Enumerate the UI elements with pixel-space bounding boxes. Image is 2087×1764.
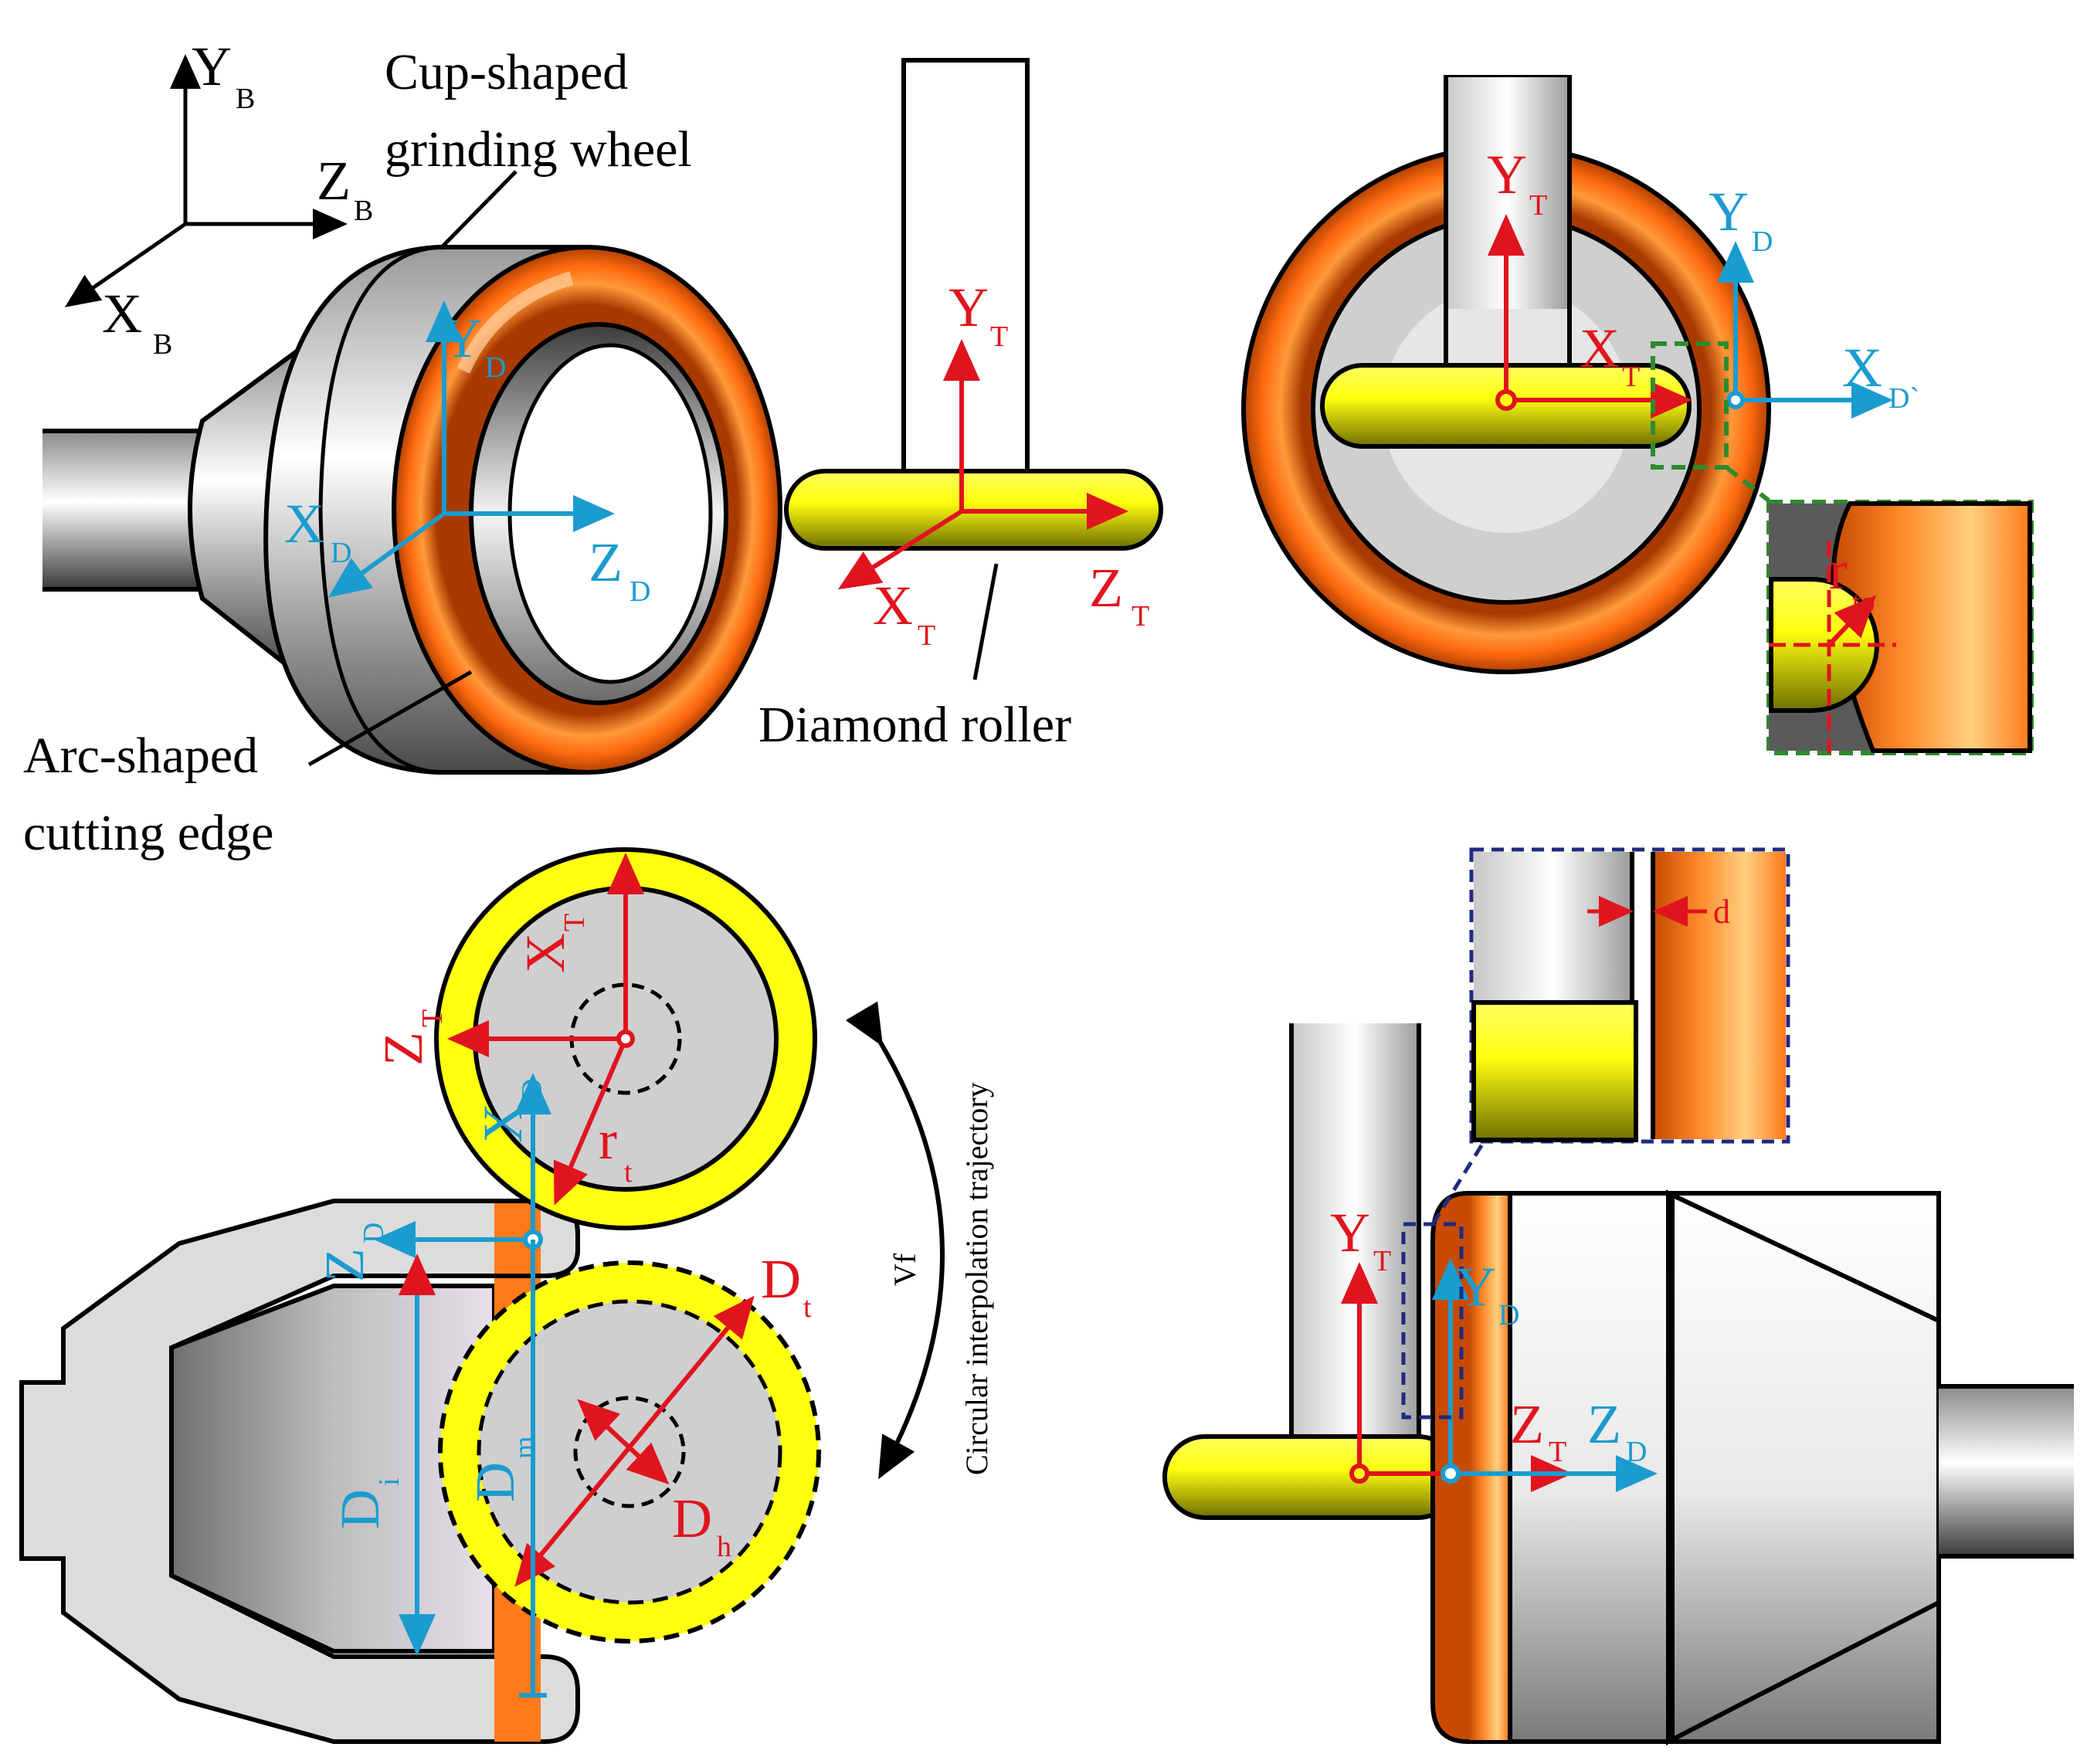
label-p2-xd-sub: D` [1888,382,1919,415]
label-xb-sub: B [153,328,172,361]
panel-isometric [42,54,1163,775]
label-p3-dh-sub: h [717,1531,731,1563]
label-trajectory: Circular interpolation trajectory [959,1082,994,1475]
label-p3-xt: X [514,933,576,973]
leader-arc-edge [307,670,473,767]
label-p1-yd: Y [442,307,482,369]
label-cup-wheel-1: Cup-shaped [385,44,628,100]
label-p3-rt: r [599,1109,617,1171]
label-p2-rto: r [1829,539,1848,601]
wheel-shaft [42,431,205,589]
side-wheel-body [1508,1191,1675,1744]
label-xb: X [102,283,142,344]
label-p1-yt-sub: T [990,321,1008,353]
label-p1-xt-sub: T [918,619,935,652]
label-p2-xd: X [1842,337,1882,399]
label-yb: Y [192,36,232,97]
label-p1-xd-sub: D [331,537,351,569]
label-yb-sub: B [236,83,255,115]
label-p3-zd-sub: D [358,1223,390,1243]
label-p4-yt: Y [1330,1202,1370,1264]
wheel-frame-axes [328,300,615,598]
label-p3-zd: Z [314,1248,375,1282]
label-zb-sub: B [354,195,373,227]
label-p4-yd-sub: D [1498,1299,1519,1331]
text-layer: Y B Z B X B Cup-shaped grinding wheel Ar… [23,36,1919,1563]
label-p1-yt: Y [948,276,989,338]
label-p1-xt: X [873,575,913,636]
label-diamond-roller: Diamond roller [758,697,1071,753]
label-p3-xt-sub: T [558,914,591,931]
label-arc-edge-1: Arc-shaped [23,728,258,784]
side-roller-post [1291,1023,1419,1456]
label-p1-yd-sub: D [485,351,506,384]
label-p3-zt: Z [372,1032,434,1066]
label-p2-yt-sub: T [1529,189,1547,222]
label-p2-yd-sub: D [1752,226,1773,258]
label-arc-edge-2: cutting edge [23,805,273,861]
panel-front [1241,75,2034,755]
label-p4-yd: Y [1456,1256,1496,1318]
leader-cup-wheel [439,170,518,250]
interpolation-arc [845,1001,945,1480]
side-detail-small [1401,1222,1464,1420]
label-p3-dt-sub: t [803,1291,812,1324]
label-p4-zt-sub: T [1549,1436,1566,1468]
label-cup-wheel-2: grinding wheel [385,121,692,178]
label-p3-xd: X [472,1103,534,1143]
panel-interpolation [19,847,945,1744]
label-p1-xd: X [284,493,324,555]
label-p1-zt: Z [1089,557,1123,619]
label-p4-zd-sub: D [1626,1436,1647,1468]
leader-diamond-roller [972,563,999,680]
roller-frame-axes [837,339,1128,590]
label-p3-di-sub: i [373,1477,406,1486]
label-p4-d: d [1713,893,1730,931]
label-p4-yt-sub: T [1373,1245,1391,1277]
label-p2-yt: Y [1487,144,1527,205]
front-frame-D [1717,241,1893,419]
label-vf: Vf [887,1253,922,1286]
panel-side [1162,847,2074,1745]
label-p3-dm: D [464,1462,526,1502]
label-p2-xt-sub: T [1622,361,1640,393]
label-p3-dh: D [672,1488,712,1549]
detail-box-small [1651,341,1729,470]
label-p3-di: D [329,1489,391,1529]
label-p2-yd: Y [1709,181,1749,243]
roller-post [901,58,1030,483]
label-p1-zd: Z [589,531,623,593]
label-zb: Z [317,150,351,212]
side-roller-bar [1162,1434,1461,1520]
label-p4-zd: Z [1587,1393,1621,1455]
label-p3-rt-sub: t [624,1156,633,1189]
base-frame-axes [64,54,348,307]
label-p1-zd-sub: D [629,575,650,608]
label-p3-xd-sub: D [516,1079,548,1100]
label-p4-zt: Z [1510,1393,1544,1455]
label-p1-zt-sub: T [1132,600,1149,633]
front-frame-T [1488,214,1692,419]
side-shaft [1939,1386,2074,1556]
label-p3-dt: D [761,1248,801,1310]
label-p2-rto-sub: to [1852,586,1875,619]
label-p3-dm-sub: m [508,1436,541,1459]
label-p3-zt-sub: T [416,1009,449,1027]
label-p2-xt: X [1580,317,1620,379]
